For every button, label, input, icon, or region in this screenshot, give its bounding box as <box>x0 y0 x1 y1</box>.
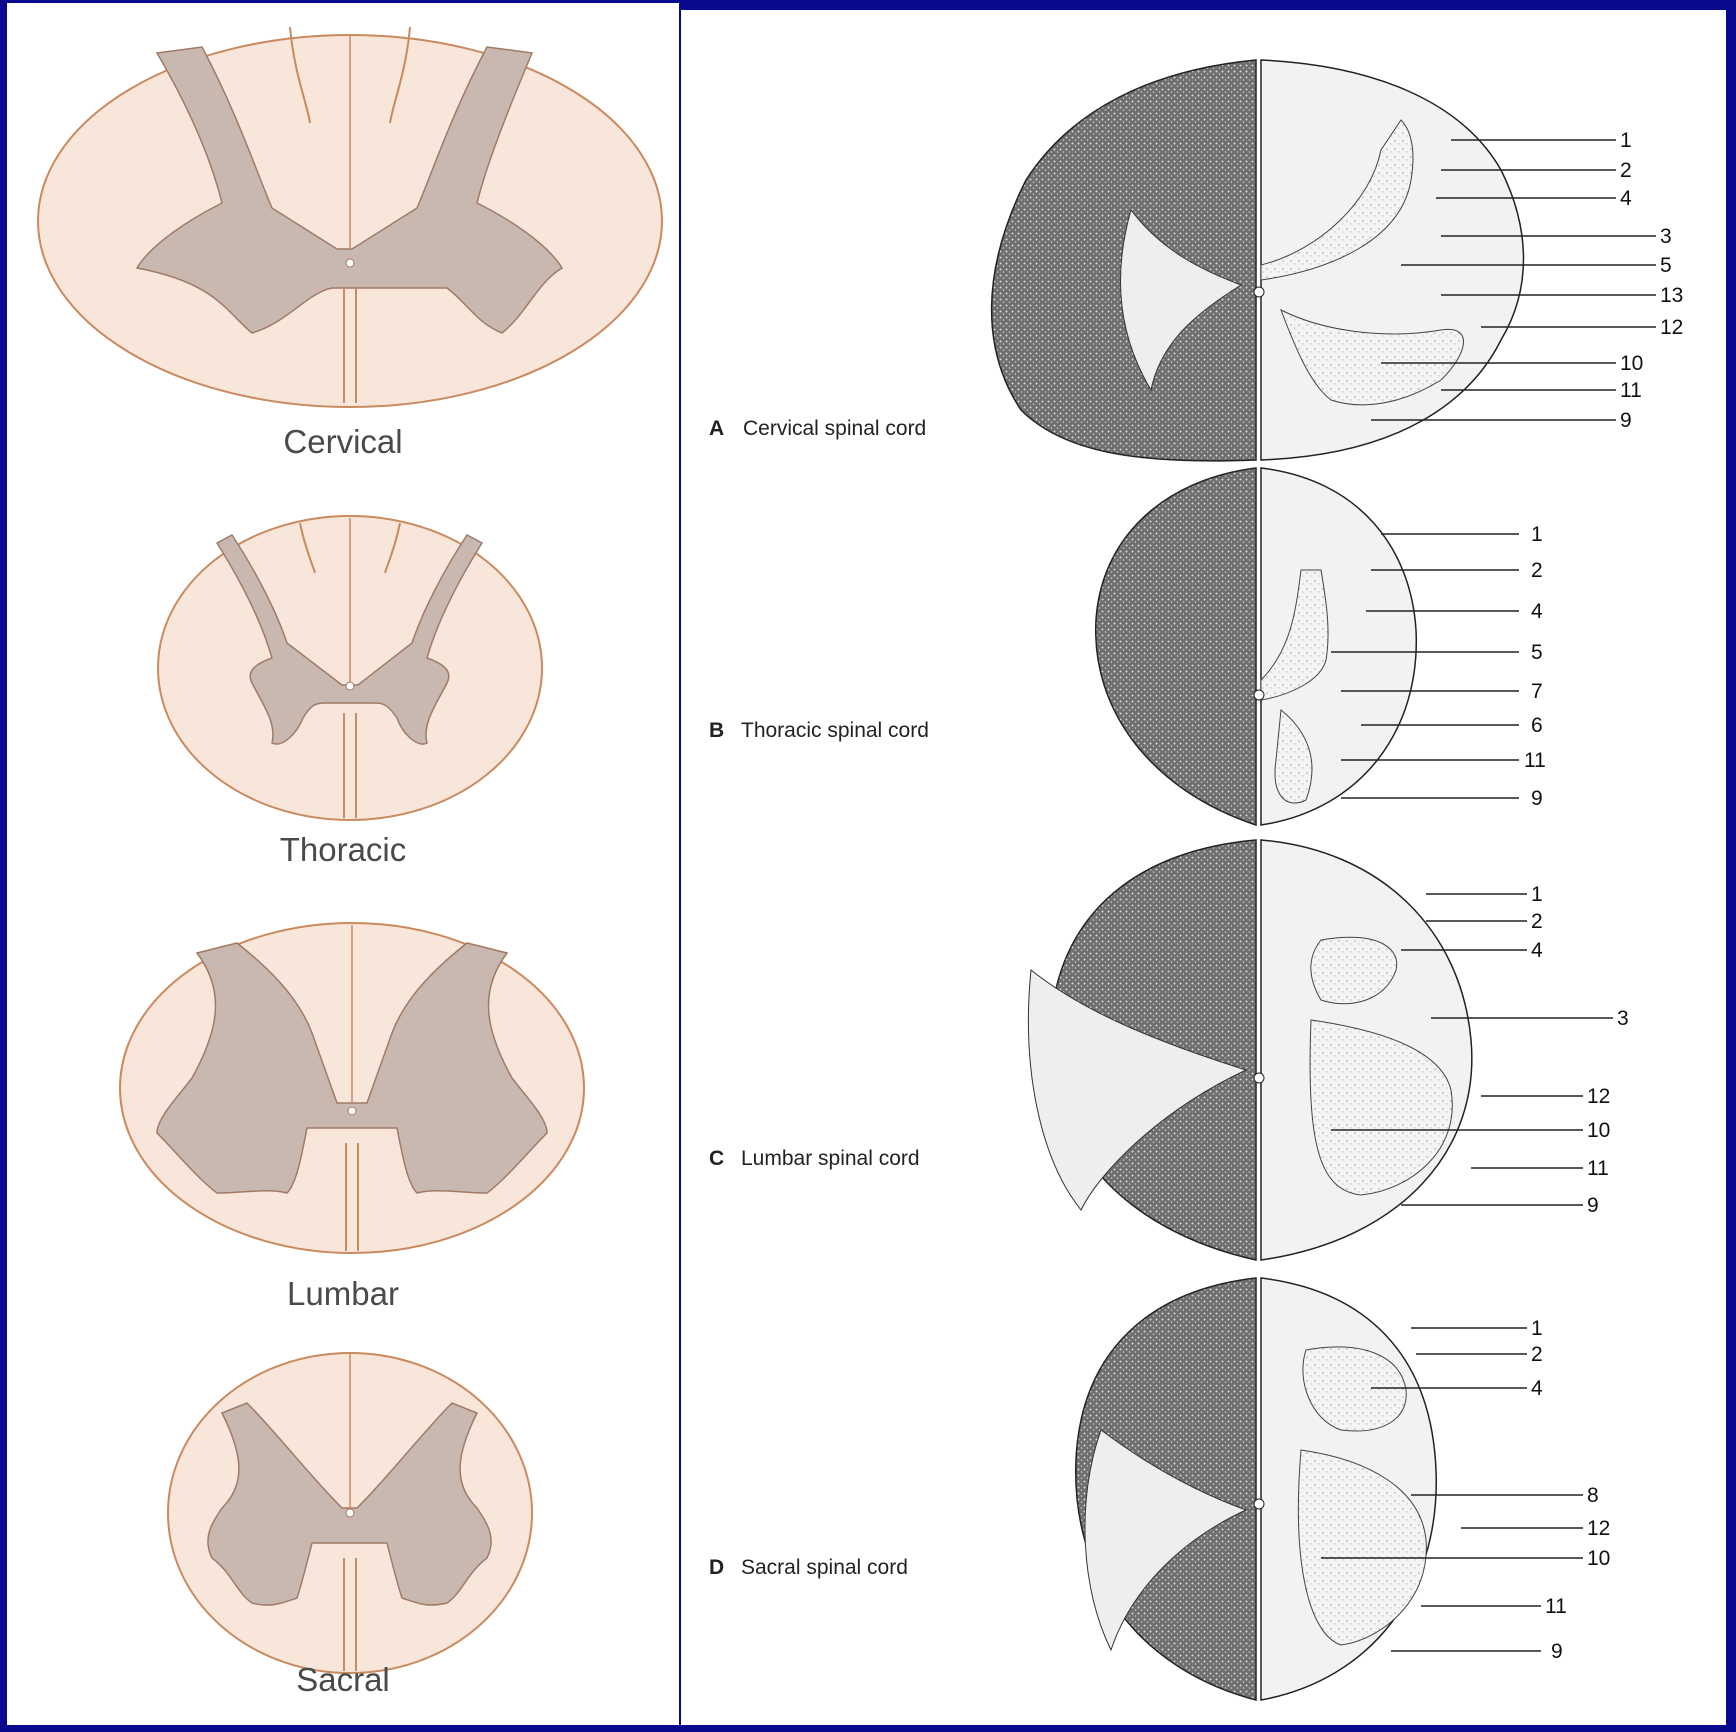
section-c-leaders <box>1331 893 1613 1206</box>
section-a-leaders <box>1371 139 1656 421</box>
label-c-10: 10 <box>1587 1119 1610 1142</box>
histology-sections: A Cervical spinal cord 1 2 4 3 5 13 12 1… <box>709 59 1683 1701</box>
label-sacral: Sacral <box>296 1661 390 1698</box>
label-b-9: 9 <box>1531 787 1543 810</box>
label-d-12: 12 <box>1587 1517 1610 1540</box>
lumbar-section <box>119 922 585 1254</box>
label-b-2: 2 <box>1531 559 1543 582</box>
label-b-6: 6 <box>1531 714 1543 737</box>
label-a-3: 3 <box>1660 225 1672 248</box>
section-b-letter: B <box>709 719 724 742</box>
label-d-11: 11 <box>1545 1595 1567 1618</box>
section-b-leaders <box>1331 533 1519 799</box>
section-d-caption: Sacral spinal cord <box>741 1556 908 1579</box>
section-d-letter: D <box>709 1556 724 1579</box>
label-a-11: 11 <box>1620 379 1642 402</box>
label-b-11: 11 <box>1524 749 1546 772</box>
label-a-9: 9 <box>1620 409 1632 432</box>
label-a-10: 10 <box>1620 352 1643 375</box>
label-d-2: 2 <box>1531 1343 1543 1366</box>
section-c-numbers: 1 2 4 3 12 10 11 9 <box>1531 883 1629 1217</box>
label-b-4: 4 <box>1531 600 1543 623</box>
label-b-7: 7 <box>1531 680 1543 703</box>
section-a-letter: A <box>709 417 724 440</box>
label-a-13: 13 <box>1660 284 1683 307</box>
label-b-1: 1 <box>1531 523 1543 546</box>
label-a-1: 1 <box>1620 129 1632 152</box>
label-d-4: 4 <box>1531 1377 1543 1400</box>
section-d <box>1075 1277 1437 1701</box>
section-d-leaders <box>1321 1327 1583 1652</box>
label-thoracic: Thoracic <box>279 831 407 868</box>
section-a <box>990 59 1525 462</box>
cervical-section <box>37 26 663 408</box>
schematic-panel: Cervical Thoracic Lumbar Sacral <box>7 3 679 1725</box>
label-c-1: 1 <box>1531 883 1543 906</box>
section-c-caption: Lumbar spinal cord <box>741 1147 920 1170</box>
section-a-caption: Cervical spinal cord <box>743 417 926 440</box>
label-c-4: 4 <box>1531 939 1543 962</box>
section-c-letter: C <box>709 1147 724 1170</box>
section-b-caption: Thoracic spinal cord <box>741 719 929 742</box>
label-c-9: 9 <box>1587 1194 1599 1217</box>
label-c-12: 12 <box>1587 1085 1610 1108</box>
label-a-4: 4 <box>1620 187 1632 210</box>
label-d-10: 10 <box>1587 1547 1610 1570</box>
label-a-5: 5 <box>1660 254 1672 277</box>
section-d-numbers: 1 2 4 8 12 10 11 9 <box>1531 1317 1610 1663</box>
thoracic-section <box>157 515 543 821</box>
sacral-section <box>167 1352 533 1674</box>
schematic-sections <box>37 26 663 1674</box>
label-b-5: 5 <box>1531 641 1543 664</box>
label-lumbar: Lumbar <box>287 1275 399 1312</box>
label-d-1: 1 <box>1531 1317 1543 1340</box>
label-cervical: Cervical <box>283 423 403 460</box>
label-a-12: 12 <box>1660 316 1683 339</box>
label-d-9: 9 <box>1551 1640 1563 1663</box>
label-c-3: 3 <box>1617 1007 1629 1030</box>
section-b-numbers: 1 2 4 5 7 6 11 9 <box>1524 523 1546 810</box>
section-b <box>1095 467 1417 827</box>
label-a-2: 2 <box>1620 159 1632 182</box>
histology-panel: A Cervical spinal cord 1 2 4 3 5 13 12 1… <box>681 10 1726 1725</box>
section-a-numbers: 1 2 4 3 5 13 12 10 11 9 <box>1620 129 1683 432</box>
label-c-11: 11 <box>1587 1157 1609 1180</box>
section-c <box>1027 839 1473 1261</box>
label-d-8: 8 <box>1587 1484 1599 1507</box>
label-c-2: 2 <box>1531 910 1543 933</box>
